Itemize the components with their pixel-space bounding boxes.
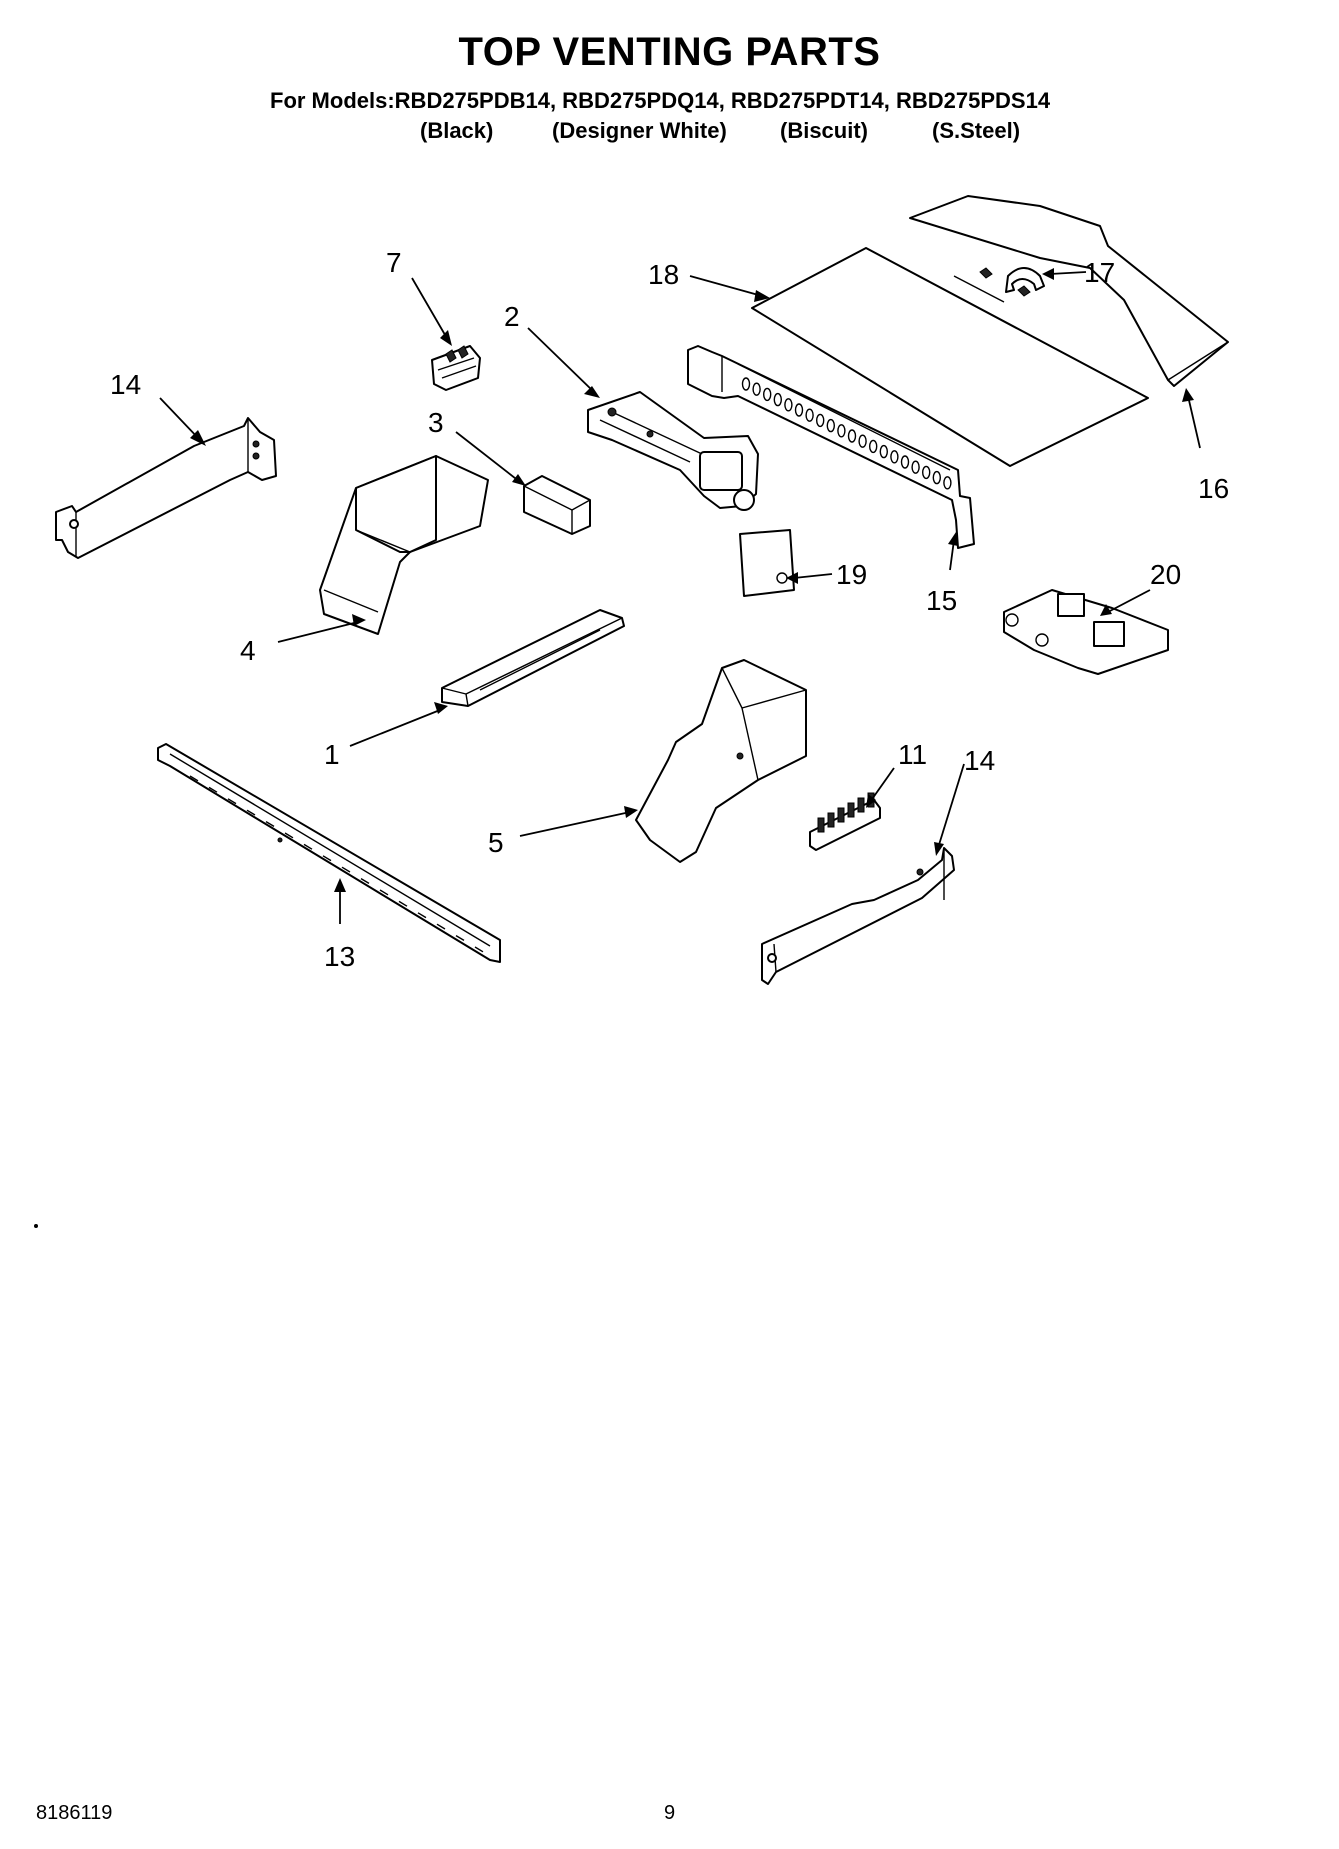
callout-2: 2 [504, 301, 520, 332]
callout-7: 7 [386, 247, 402, 278]
rail-slot [208, 786, 218, 793]
part-19-panel [739, 529, 795, 597]
rail-slot [360, 877, 370, 885]
part-14-left-bracket [55, 417, 277, 559]
perforation-hole [752, 382, 761, 396]
callout-11: 11 [898, 739, 927, 770]
rail-slot [455, 934, 465, 942]
part-14-right-bracket [761, 847, 955, 985]
part-13-long-rail [157, 743, 501, 963]
rail-slot [246, 809, 256, 816]
part-5-duct-shroud [635, 659, 807, 863]
terminal-post [857, 797, 865, 813]
callout-13: 13 [324, 941, 355, 972]
part-7-connector [431, 345, 481, 391]
perforation-hole [784, 398, 793, 412]
part-1-bar [441, 609, 625, 707]
rail-slot [303, 843, 313, 850]
perforation-hole [763, 387, 772, 402]
perforation-hole [741, 377, 751, 391]
rail-slot [189, 775, 199, 782]
finish-stainless: (S.Steel) [932, 118, 1021, 143]
leader-lines [159, 271, 1201, 924]
part-3-block [523, 475, 591, 535]
part-18-vent-cover [751, 247, 1149, 467]
perforation-hole [943, 476, 952, 490]
perforation-hole [794, 403, 804, 417]
perforation-hole [805, 408, 814, 422]
perforation-hole [900, 455, 910, 469]
rail-slot [322, 855, 332, 862]
rail-slot [474, 946, 484, 953]
finish-designer-white: (Designer White) [552, 118, 727, 143]
perforation-hole [847, 429, 857, 443]
finish-biscuit: (Biscuit) [780, 118, 868, 143]
terminal-post [837, 807, 845, 823]
rail-slot [227, 798, 237, 805]
perforation-hole [869, 439, 878, 454]
callout-16: 16 [1198, 473, 1229, 504]
callout-4: 4 [240, 635, 256, 666]
part-20-switch-bracket [1003, 589, 1169, 675]
document-number: 8186119 [36, 1802, 113, 1824]
rail-slot [398, 900, 408, 907]
callout-19: 19 [836, 559, 867, 590]
callout-14-left: 14 [110, 369, 141, 400]
part-4-duct [319, 455, 489, 635]
arrowheads [190, 268, 1194, 892]
terminal-post [817, 817, 825, 833]
part-15-perforated-rail [687, 345, 975, 549]
rail-slot [284, 832, 294, 839]
stray-mark [34, 1224, 38, 1228]
perforation-hole [826, 418, 835, 433]
rail-slot [417, 912, 427, 919]
callout-20: 20 [1150, 559, 1181, 590]
callout-5: 5 [488, 827, 504, 858]
callout-1: 1 [324, 739, 340, 770]
page-title: TOP VENTING PARTS [458, 30, 881, 74]
rail-slot [379, 889, 389, 896]
perforation-hole [922, 465, 931, 480]
part-16-top-panel [909, 195, 1229, 387]
terminal-post [827, 812, 835, 828]
perforation-hole [890, 450, 899, 464]
page-number: 9 [664, 1802, 676, 1824]
rail-slot [341, 866, 351, 873]
perforation-hole [773, 392, 782, 407]
callout-18: 18 [648, 259, 679, 290]
callout-17: 17 [1084, 257, 1115, 288]
finish-black: (Black) [420, 118, 494, 143]
perforation-hole [879, 444, 888, 459]
callout-3: 3 [428, 407, 444, 438]
callout-15: 15 [926, 585, 957, 616]
part-2-valve-assembly [587, 391, 759, 511]
rail-slot [436, 923, 446, 930]
perforation-hole [911, 460, 920, 474]
terminal-post [847, 802, 855, 818]
perforation-hole [837, 424, 846, 438]
perforation-hole [858, 434, 867, 448]
perforation-hole [932, 470, 941, 485]
callout-14-right: 14 [964, 745, 995, 776]
models-line: For Models:RBD275PDB14, RBD275PDQ14, RBD… [270, 88, 1051, 113]
part-17-clip [1005, 267, 1045, 293]
rail-slot [265, 820, 275, 828]
perforation-hole [816, 413, 825, 428]
